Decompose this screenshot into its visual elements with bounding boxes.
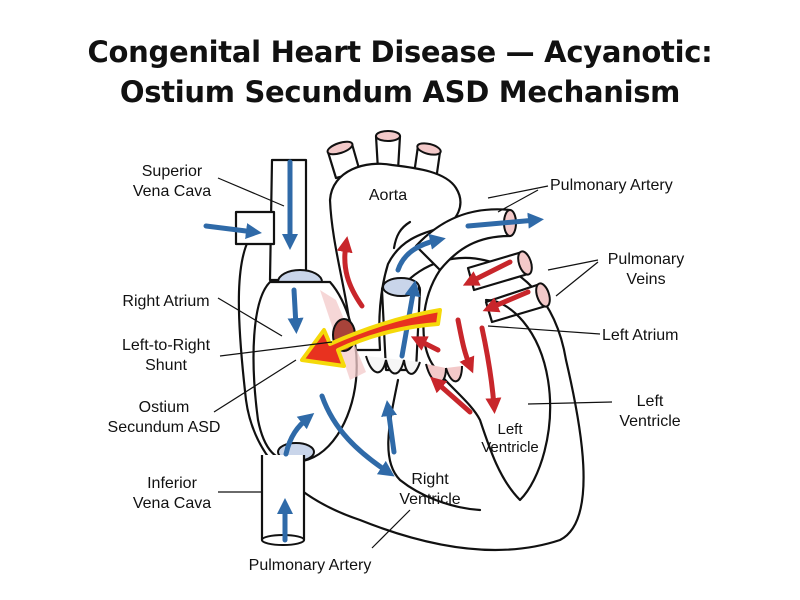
left-chamber-wall xyxy=(422,268,552,502)
right-atrium xyxy=(252,280,358,464)
label-left-ventricle-inner-line-2: Ventricle xyxy=(481,439,539,456)
label-pulmonary-artery-bottom: Pulmonary Artery xyxy=(249,557,372,574)
label-aorta: Aorta xyxy=(369,187,407,204)
shunt-arrow xyxy=(300,308,442,368)
label-left-atrium: Left Atrium xyxy=(602,327,678,344)
label-right-ventricle-line-1: Right xyxy=(411,471,449,488)
label-ivc-line-2: Vena Cava xyxy=(133,495,211,512)
label-right-ventricle-line-2: Ventricle xyxy=(399,491,460,508)
leader-lines xyxy=(213,177,613,549)
oxygenated-flow-arrows xyxy=(336,236,531,415)
label-pulmonary-artery-top: Pulmonary Artery xyxy=(550,177,673,194)
label-svc-line-1: Superior xyxy=(142,163,203,180)
label-asd-line-1: Ostium xyxy=(139,399,190,416)
label-left-ventricle-inner-line-1: Left xyxy=(497,421,523,438)
label-pulmonary-veins-line-1: Pulmonary xyxy=(608,251,684,268)
pulmonary-veins xyxy=(466,250,551,324)
label-svc-line-2: Vena Cava xyxy=(133,183,211,200)
label-right-atrium: Right Atrium xyxy=(122,293,209,310)
label-pulmonary-veins-line-2: Veins xyxy=(626,271,665,288)
title-line-2: Ostium Secundum ASD Mechanism xyxy=(119,75,681,109)
label-shunt-line-1: Left-to-Right xyxy=(122,337,211,354)
label-shunt-line-2: Shunt xyxy=(145,357,187,374)
label-left-ventricle-outer-line-1: Left xyxy=(637,393,664,410)
label-ivc-line-1: Inferior xyxy=(147,475,197,492)
title-line-1: Congenital Heart Disease — Acyanotic: xyxy=(87,35,713,69)
label-left-ventricle-outer-line-2: Ventricle xyxy=(619,413,680,430)
label-asd-line-2: Secundum ASD xyxy=(108,419,221,436)
page-title: Congenital Heart Disease — Acyanotic: Os… xyxy=(0,32,800,112)
deoxygenated-flow-arrows xyxy=(203,159,544,543)
